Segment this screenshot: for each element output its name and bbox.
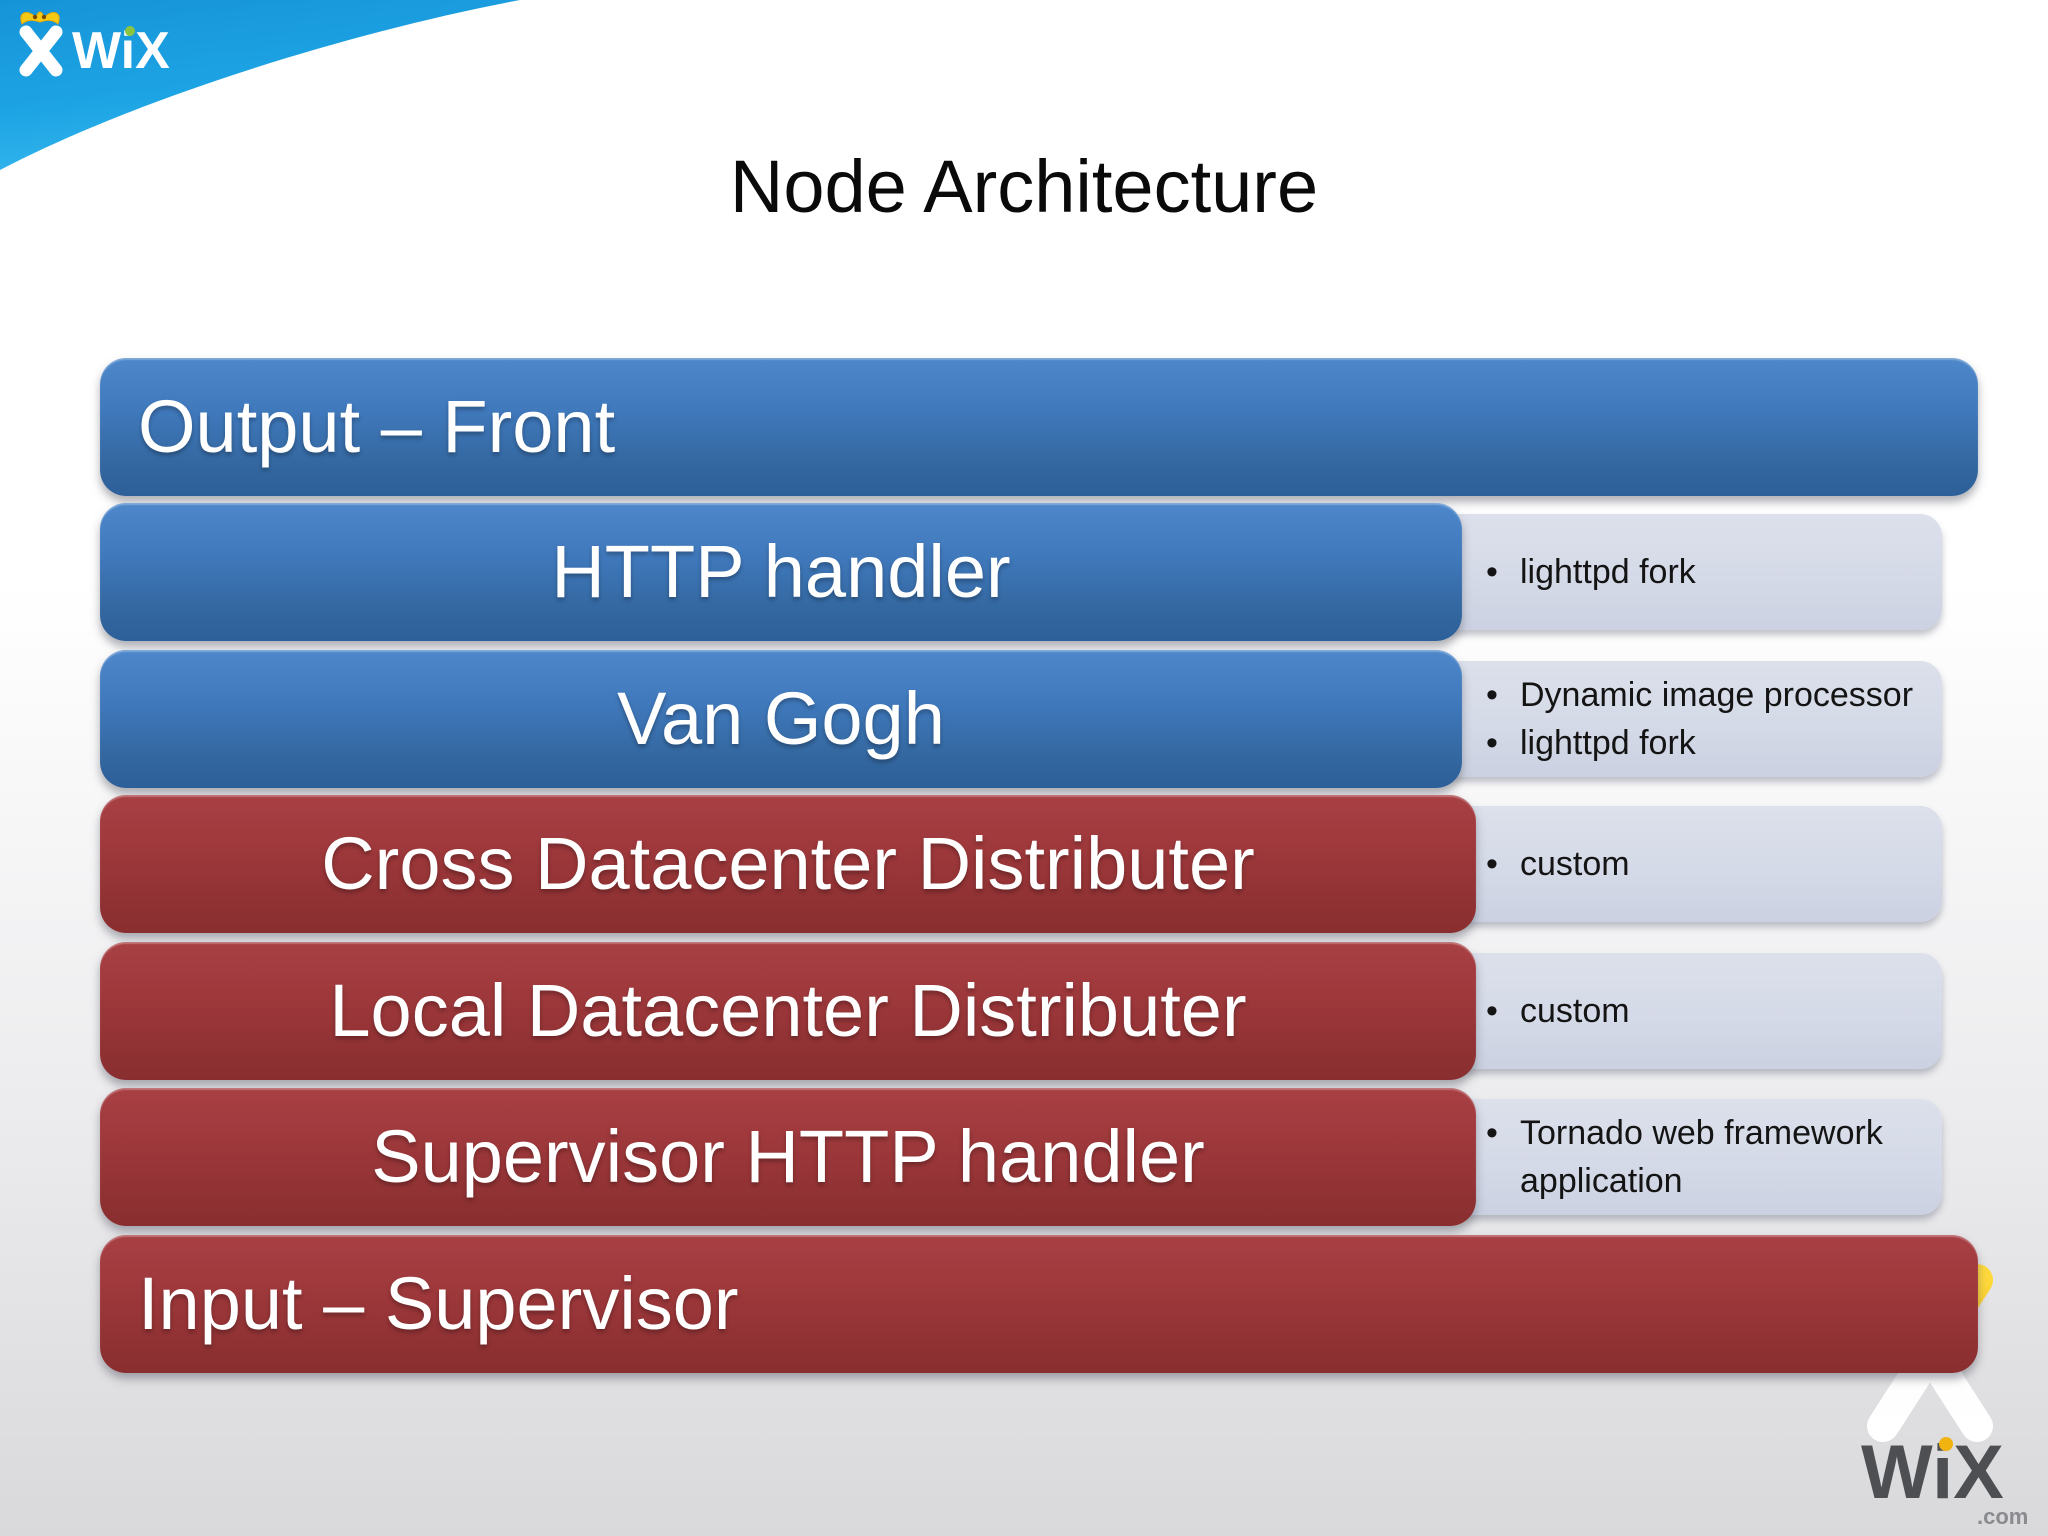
note-line: • Tornado web framework application — [1486, 1109, 1942, 1205]
note-text: Dynamic image processor — [1520, 676, 1914, 714]
wix-logo: WiX — [19, 11, 170, 80]
bullet-icon: • — [1486, 676, 1498, 714]
wix-i-dot-icon — [125, 26, 135, 36]
wix-com-suffix: .com — [1977, 1504, 2028, 1529]
note-text: Tornado web framework application — [1520, 1114, 1883, 1200]
bar-label: Input – Supervisor — [138, 1262, 739, 1345]
note-line: • custom — [1486, 987, 1942, 1035]
bullet-icon: • — [1486, 992, 1498, 1030]
page-title: Node Architecture — [729, 145, 1319, 228]
bar-http-handler: HTTP handler — [100, 503, 1462, 641]
bullet-icon: • — [1486, 1114, 1498, 1152]
bar-label: Van Gogh — [617, 677, 945, 760]
bullet-icon: • — [1486, 845, 1498, 883]
note-text: lighttpd fork — [1520, 553, 1696, 591]
note-http-handler: • lighttpd fork — [1420, 514, 1942, 630]
bar-label: Output – Front — [138, 385, 616, 468]
bar-label: Local Datacenter Distributer — [329, 969, 1247, 1052]
bar-cross-datacenter-distributer: Cross Datacenter Distributer — [100, 795, 1476, 933]
note-line: • custom — [1486, 840, 1942, 888]
bar-label: Cross Datacenter Distributer — [321, 822, 1255, 905]
bar-supervisor-http-handler: Supervisor HTTP handler — [100, 1088, 1476, 1226]
wix-com-text: WiX — [1861, 1430, 2004, 1515]
note-van-gogh: • Dynamic image processor • lighttpd for… — [1420, 661, 1942, 777]
note-local-datacenter: • custom — [1420, 953, 1942, 1069]
bar-van-gogh: Van Gogh — [100, 650, 1462, 788]
wix-eye-icon — [41, 14, 47, 20]
bullet-icon: • — [1486, 553, 1498, 591]
bullet-icon: • — [1486, 724, 1498, 762]
bar-label: HTTP handler — [551, 530, 1011, 613]
bar-label: Supervisor HTTP handler — [371, 1115, 1205, 1198]
note-text: custom — [1520, 845, 1630, 883]
note-text: custom — [1520, 992, 1630, 1030]
bar-input-supervisor: Input – Supervisor — [100, 1235, 1978, 1373]
note-cross-datacenter: • custom — [1420, 806, 1942, 922]
note-line: • Dynamic image processor — [1486, 671, 1942, 719]
ribbon-shape — [0, 0, 520, 170]
wix-logo-text: WiX — [72, 22, 170, 80]
note-line: • lighttpd fork — [1486, 548, 1942, 596]
wix-eye-icon — [32, 14, 38, 20]
wix-x-icon — [19, 25, 63, 77]
note-line: • lighttpd fork — [1486, 719, 1942, 767]
note-text: lighttpd fork — [1520, 724, 1696, 762]
bar-local-datacenter-distributer: Local Datacenter Distributer — [100, 942, 1476, 1080]
wix-i-dot-icon — [1939, 1437, 1953, 1451]
note-supervisor-http: • Tornado web framework application — [1420, 1099, 1942, 1215]
bar-output-front: Output – Front — [100, 358, 1978, 496]
header-ribbon: WiX — [0, 0, 520, 170]
